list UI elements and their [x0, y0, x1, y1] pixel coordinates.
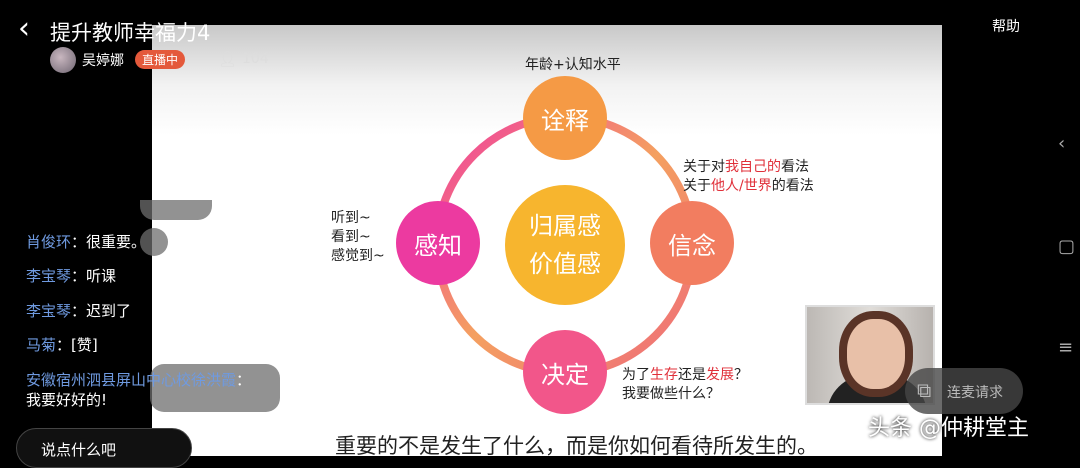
chat-user[interactable]: 李宝琴 — [26, 267, 72, 285]
node-interpret: 诠释 — [523, 76, 607, 160]
back-nav-icon[interactable]: ‹ — [1058, 133, 1066, 154]
t: 为了 — [622, 367, 650, 383]
presenter-face — [847, 319, 905, 389]
node-decision: 决定 — [523, 330, 607, 414]
host-name[interactable]: 吴婷娜 — [82, 53, 124, 69]
left-notes: 听到~ 看到~ 感觉到~ — [331, 209, 385, 266]
t: 发展 — [706, 367, 734, 383]
chat-text: 迟到了 — [86, 302, 132, 320]
t: 生存 — [650, 367, 678, 383]
live-badge: 直播中 — [135, 50, 186, 69]
note-line: 听到~ — [331, 210, 371, 226]
back-icon[interactable]: ‹ — [18, 11, 30, 46]
home-square-icon[interactable]: ▢ — [1058, 236, 1076, 257]
chat-text: 听课 — [86, 267, 117, 285]
watermark: 头条 @仲耕堂主 — [868, 416, 1029, 441]
t: 他人/世界 — [711, 178, 772, 194]
right-notes: 关于对我自己的看法 关于他人/世界的看法 — [683, 158, 814, 196]
chat-message: 马菊：[赞] — [26, 336, 98, 354]
user-icon: 👤︎ — [218, 50, 238, 68]
help-button[interactable]: 帮助 — [992, 19, 1020, 35]
chat-message: 李宝琴：迟到了 — [26, 302, 132, 320]
chat-bubble-bg — [140, 228, 168, 256]
mic-request-button[interactable]: ⧉ 连麦请求 — [905, 368, 1023, 414]
slide-subtitle: 重要的不是发生了什么，而是你如何看待所发生的。 — [335, 434, 818, 458]
chat-user[interactable]: 肖俊环 — [26, 233, 72, 251]
t: 我自己的 — [725, 159, 781, 175]
chat-user[interactable]: 李宝琴 — [26, 302, 72, 320]
center-text-2: 价值感 — [529, 250, 601, 278]
viewer-count: 104 — [242, 51, 269, 67]
chat-text: [赞] — [71, 336, 98, 354]
t: 关于 — [683, 178, 711, 194]
t: 关于对 — [683, 159, 725, 175]
chat-bubble-bg — [140, 200, 212, 220]
host-avatar[interactable] — [50, 47, 76, 73]
chat-bubble-bg — [150, 364, 280, 412]
t: ？ — [734, 367, 748, 383]
link-icon: ⧉ — [917, 378, 932, 402]
bottom-notes: 为了生存还是发展？ 我要做些什么？ — [622, 366, 748, 404]
note-line: 看到~ — [331, 229, 371, 245]
chat-text: 很重要。 — [86, 233, 147, 251]
center-text-1: 归属感 — [529, 212, 601, 240]
chat-message: 李宝琴：听课 — [26, 267, 117, 285]
node-perception: 感知 — [396, 201, 480, 285]
center-circle: 归属感价值感 — [505, 185, 625, 305]
chat-user[interactable]: 安徽宿州泗县屏山中心校徐洪霞 — [26, 371, 237, 389]
comment-input[interactable]: 说点什么吧 — [16, 428, 192, 468]
t: 还是 — [678, 367, 706, 383]
chat-text: 我要好好的! — [26, 391, 108, 409]
stream-title: 提升教师幸福力4 — [50, 21, 211, 45]
chat-message: 肖俊环：很重要。 — [26, 233, 147, 251]
top-note: 年龄+认知水平 — [525, 57, 621, 73]
t: 我要做些什么？ — [622, 386, 720, 402]
mic-request-label: 连麦请求 — [947, 385, 1003, 401]
menu-icon[interactable]: ≡ — [1058, 337, 1074, 358]
t: 的看法 — [771, 178, 814, 194]
t: 看法 — [781, 159, 809, 175]
note-line: 感觉到~ — [331, 248, 385, 264]
chat-message: 安徽宿州泗县屏山中心校徐洪霞：我要好好的! — [26, 371, 252, 409]
node-belief: 信念 — [650, 201, 734, 285]
chat-user[interactable]: 马菊 — [26, 336, 57, 354]
